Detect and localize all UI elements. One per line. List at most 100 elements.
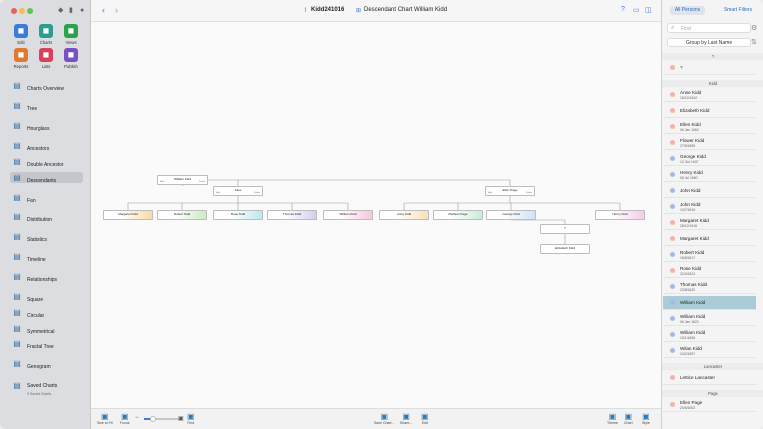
all-persons-tab[interactable]: All Persons (670, 6, 705, 15)
person-row[interactable]: Elizabeth Kidd (663, 104, 756, 118)
people-icon[interactable]: ● (80, 7, 85, 14)
person-box[interactable]: Anne Kidd (379, 210, 429, 220)
person-box-name: Ellen Page (502, 188, 518, 192)
person-box[interactable]: Mathew Page (433, 210, 483, 220)
zoom-slider-thumb[interactable] (150, 416, 156, 422)
person-name: Ellen Kidd (680, 122, 701, 127)
nav-item-statistics[interactable]: ▤Statistics (10, 231, 83, 243)
person-box[interactable]: Robert Kidd (157, 210, 207, 220)
nav-item-fractal-tree[interactable]: ▤Fractal Tree (10, 338, 83, 350)
forward-button[interactable]: › (115, 5, 118, 15)
focus-button[interactable]: ▣Focus (120, 412, 130, 425)
person-name: Henry Kidd (680, 170, 703, 175)
nav-item-genogram[interactable]: ▤Genogram (10, 358, 83, 370)
nav-item-label: Fractal Tree (27, 343, 54, 350)
female-icon (670, 375, 675, 380)
back-button[interactable]: ‹ (102, 5, 105, 15)
nav-item-relationships[interactable]: ▤Relationships (10, 271, 83, 283)
nav-item-hourglass[interactable]: ▤Hourglass (10, 120, 83, 132)
group-by-select[interactable]: Group by Last Name (667, 38, 751, 47)
save-chart-button[interactable]: ▣Save Chart... (374, 412, 394, 425)
nav-item-descendants[interactable]: ▤Descendants (10, 172, 83, 184)
sort-icon[interactable]: ⇅ (751, 39, 757, 46)
search-field[interactable]: ⌕ Find (667, 23, 751, 33)
person-box[interactable]: Elizabeth Kidd (540, 244, 590, 254)
style-button[interactable]: ▣Style (642, 412, 650, 425)
person-box[interactable]: Margaret Kidd (103, 210, 153, 220)
reports-toolbar-button[interactable]: ◼Reports (8, 48, 34, 69)
nav-item-circular[interactable]: ▤Circular (10, 307, 83, 319)
nav-item-ancestors[interactable]: ▤Ancestors (10, 140, 83, 152)
person-box[interactable]: Thomas Kidd (267, 210, 317, 220)
nav-item-label: Saved Charts (27, 383, 58, 389)
person-row[interactable]: William Kidd (663, 296, 756, 310)
edit-button[interactable]: ▣Edit (421, 412, 429, 425)
person-box[interactable]: Rose Kidd (213, 210, 263, 220)
size-to-fit-button[interactable]: ▣Size to Fit (97, 412, 113, 425)
male-icon (670, 252, 675, 257)
views-toolbar-button[interactable]: ◼Views (58, 24, 84, 45)
find-icon: ▣ (187, 412, 195, 421)
person-box[interactable]: ? (540, 224, 590, 234)
person-date: 23/8/1620 (680, 288, 696, 292)
zoom-out-icon[interactable]: − (135, 415, 139, 421)
find-button[interactable]: ▣Find (187, 412, 195, 425)
nav-item-symmetrical[interactable]: ▤Symmetrical (10, 323, 83, 335)
toggle-panel-button[interactable]: ◫ (645, 7, 652, 14)
share-button[interactable]: ▣Share... (400, 412, 412, 425)
gear-icon[interactable]: ⚙ (751, 25, 758, 32)
nav-item-distribution[interactable]: ▤Distribution (10, 211, 83, 223)
zoom-in-icon[interactable]: ▣ (178, 416, 184, 422)
minimize-window-button[interactable] (19, 8, 25, 14)
chart-button[interactable]: ▣Chart (624, 412, 633, 425)
person-box[interactable]: William Kidd (323, 210, 373, 220)
close-window-button[interactable] (11, 8, 17, 14)
charts-toolbar-button[interactable]: ◼Charts (33, 24, 59, 45)
zoom-window-button[interactable] (27, 8, 33, 14)
lists-toolbar-button[interactable]: ◼Lists (33, 48, 59, 69)
person-box[interactable]: Henry Kidd (595, 210, 645, 220)
female-icon (670, 268, 675, 273)
nav-item-double-ancestor[interactable]: ▤Double Ancestor (10, 156, 83, 168)
publish-toolbar-button[interactable]: ◼Publish (58, 48, 84, 69)
help-button[interactable]: ? (621, 6, 625, 13)
tag-icon[interactable]: ◆ (58, 7, 64, 14)
edit-toolbar-button[interactable]: ◼Edit (8, 24, 34, 45)
person-row[interactable]: John Kidd (663, 184, 756, 198)
person-row[interactable]: Lettice Lancaster (663, 371, 756, 385)
zoom-slider[interactable] (144, 416, 180, 422)
person-row[interactable]: ? (663, 61, 756, 75)
smart-filters-tab[interactable]: Smart Filters (723, 7, 753, 13)
person-box[interactable]: George Kidd (486, 210, 536, 220)
nav-item-square[interactable]: ▤Square (10, 291, 83, 303)
person-row[interactable]: Margaret Kidd (663, 232, 756, 246)
display-window-button[interactable]: ▭ (633, 7, 640, 14)
nav-item-tree[interactable]: ▤Tree (10, 100, 83, 112)
person-box-name: Margaret Kidd (118, 212, 138, 216)
person-name: William Kidd (680, 300, 706, 305)
theme-button[interactable]: ▣Theme (607, 412, 618, 425)
bookmark-icon[interactable]: ▮ (69, 7, 73, 14)
nav-item-fan[interactable]: ▤Fan (10, 192, 83, 204)
nav-item-charts-overview[interactable]: ▤Charts Overview (10, 80, 83, 92)
nav-item-timeline[interactable]: ▤Timeline (10, 251, 83, 263)
